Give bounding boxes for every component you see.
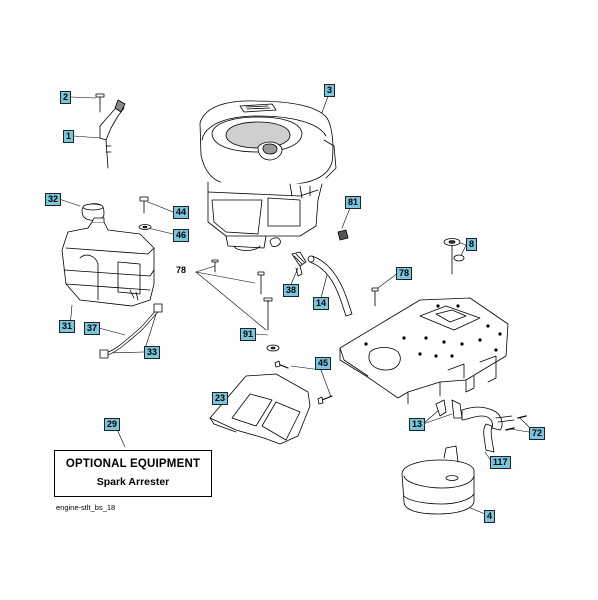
washer-part	[443, 238, 465, 275]
callout-44: 44	[173, 206, 190, 219]
callout-38: 38	[283, 284, 300, 297]
callout-4: 4	[484, 510, 496, 523]
muffler-part	[401, 445, 475, 515]
diagram-reference-code: engine-stlt_bs_18	[56, 503, 116, 512]
callout-2: 2	[60, 91, 72, 104]
callout-81: 81	[345, 196, 362, 209]
callout-37: 37	[84, 322, 101, 335]
heat-shield-part	[209, 373, 311, 445]
callout-13: 13	[409, 418, 426, 431]
callout-8: 8	[466, 238, 478, 251]
plug-part	[337, 229, 349, 241]
callout-72: 72	[529, 427, 546, 440]
fitting-part	[291, 251, 307, 277]
fuel-line-part	[99, 303, 163, 359]
bolt-part	[138, 196, 152, 230]
hose-part	[307, 255, 353, 317]
spark-arrester-label: Spark Arrester	[96, 476, 170, 488]
callout-32: 32	[45, 193, 62, 206]
callout-117: 117	[490, 456, 511, 469]
callout-1: 1	[63, 130, 75, 143]
callout-23: 23	[212, 392, 229, 405]
screws-part	[274, 360, 333, 405]
engine-part	[199, 100, 337, 251]
callout-29: 29	[104, 418, 121, 431]
optional-equipment-box: OPTIONAL EQUIPMENT Spark Arrester	[54, 450, 212, 497]
fuel-cap-part	[81, 203, 105, 221]
callout-14: 14	[313, 297, 330, 310]
label-78: 78	[176, 265, 187, 275]
throttle-control-part	[95, 93, 126, 169]
callout-3: 3	[324, 84, 336, 97]
callout-31: 31	[59, 320, 76, 333]
mounting-plate-part	[339, 297, 509, 405]
callout-46: 46	[173, 229, 190, 242]
callout-91: 91	[240, 328, 257, 341]
bolts-part	[211, 259, 379, 307]
callout-33: 33	[144, 346, 161, 359]
callout-78: 78	[396, 267, 413, 280]
callout-45: 45	[315, 357, 332, 370]
fuel-tank-part	[61, 217, 155, 307]
optional-equipment-title: OPTIONAL EQUIPMENT	[65, 458, 201, 470]
exhaust-part	[435, 399, 527, 453]
long-bolt-part	[263, 297, 280, 352]
